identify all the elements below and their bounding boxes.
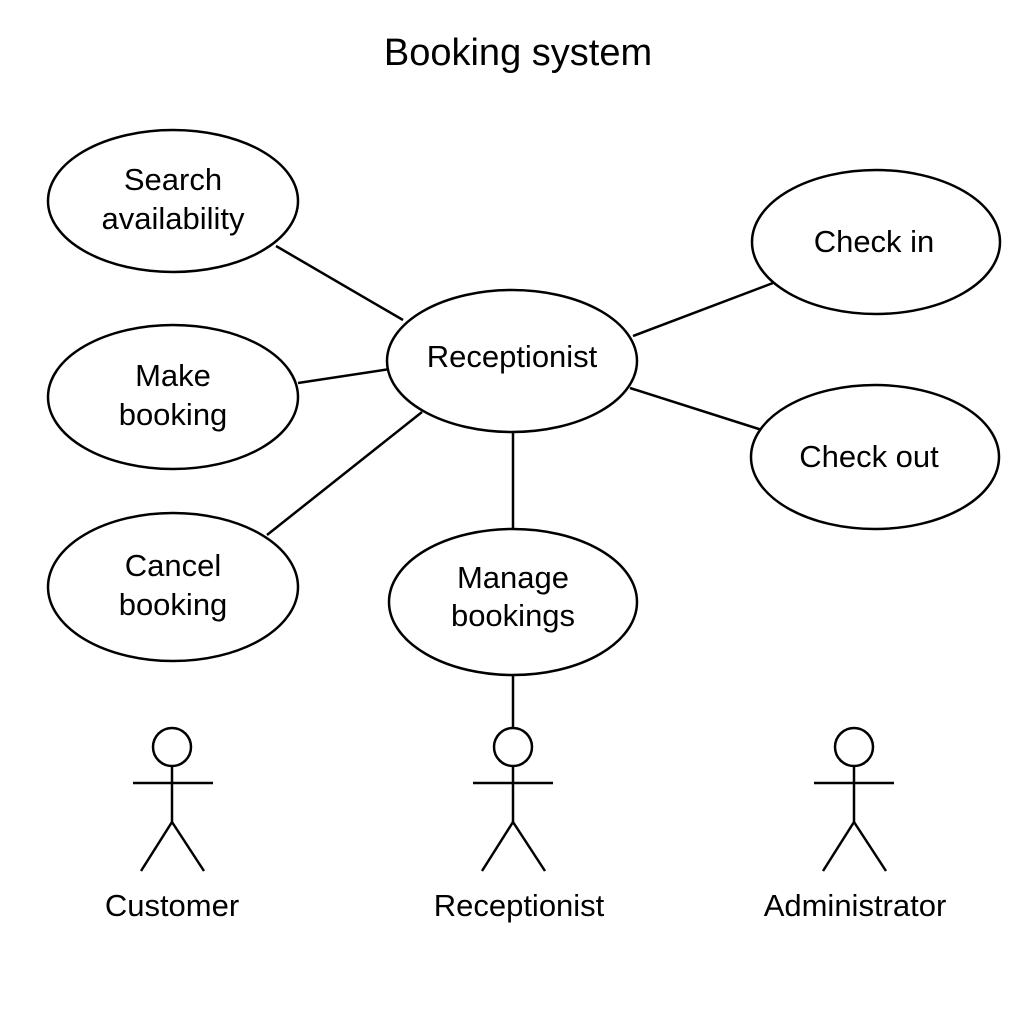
association-lines	[266, 244, 774, 728]
actor-customer[interactable]: Customer	[105, 726, 239, 923]
use-case-make-booking-line2: booking	[119, 397, 228, 432]
actor-customer-label: Customer	[105, 888, 239, 923]
use-case-make-booking-line1: Make	[135, 358, 211, 393]
use-case-cancel-booking-line1: Cancel	[125, 548, 222, 583]
stick-figure-icon	[814, 726, 894, 872]
use-case-check-in[interactable]: Check in	[750, 168, 1002, 316]
use-case-cancel-booking-line2: booking	[119, 587, 228, 622]
association-cancel-booking	[266, 411, 423, 536]
actor-administrator-label: Administrator	[764, 888, 947, 923]
use-case-search-availability-line1: Search	[124, 162, 222, 197]
hub-receptionist-label: Receptionist	[427, 339, 598, 374]
use-case-search-availability-line2: availability	[101, 201, 245, 236]
actor-receptionist[interactable]: Receptionist	[434, 726, 605, 923]
actor-receptionist-label: Receptionist	[434, 888, 605, 923]
stick-figure-icon	[473, 726, 553, 872]
association-check-out	[629, 386, 763, 432]
association-make-booking	[297, 367, 391, 385]
use-case-manage-bookings-line2: bookings	[451, 598, 575, 633]
stick-figure-icon	[133, 726, 213, 872]
use-case-check-in-label: Check in	[814, 224, 935, 259]
hub-receptionist[interactable]: Receptionist	[385, 288, 639, 434]
use-case-manage-bookings[interactable]: Manage bookings	[387, 527, 639, 677]
use-case-cancel-booking[interactable]: Cancel booking	[46, 511, 300, 663]
use-case-make-booking[interactable]: Make booking	[46, 323, 300, 471]
association-search-availability	[275, 244, 404, 322]
actor-administrator[interactable]: Administrator	[764, 726, 947, 923]
use-case-check-out[interactable]: Check out	[749, 383, 1001, 531]
use-case-search-availability[interactable]: Search availability	[46, 128, 300, 274]
use-case-manage-bookings-line1: Manage	[457, 560, 569, 595]
use-case-check-out-label: Check out	[799, 439, 939, 474]
association-check-in	[632, 281, 774, 338]
diagram-title: Booking system	[384, 32, 652, 74]
